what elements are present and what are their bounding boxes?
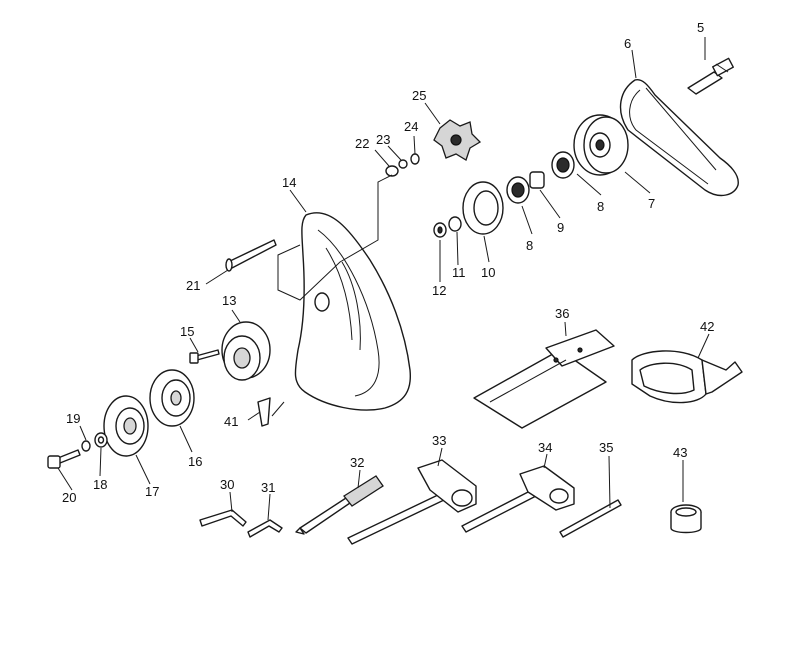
part-41 (257, 397, 271, 427)
part-nut-12 (433, 222, 447, 238)
callout-12[interactable]: 12 (432, 283, 446, 298)
callout-22[interactable]: 22 (355, 136, 369, 151)
part-pulley (573, 114, 629, 176)
part-rod (559, 499, 622, 538)
part-hex-key-31 (247, 519, 283, 538)
callout-8a[interactable]: 8 (597, 199, 604, 214)
part-washer-11 (448, 216, 462, 232)
part-screwdriver (295, 475, 384, 535)
part-small-bolt (189, 349, 220, 364)
part-washer-18 (94, 432, 108, 448)
callout-41[interactable]: 41 (224, 414, 238, 429)
callout-5[interactable]: 5 (697, 20, 704, 35)
callout-7[interactable]: 7 (648, 196, 655, 211)
part-washer-24 (410, 153, 420, 165)
part-bearing-lower (506, 176, 530, 204)
callout-13[interactable]: 13 (222, 293, 236, 308)
callout-9[interactable]: 9 (557, 220, 564, 235)
part-blade-guard (294, 212, 412, 411)
part-tool-pouch (473, 329, 615, 429)
callout-36[interactable]: 36 (555, 306, 569, 321)
callout-34[interactable]: 34 (538, 440, 552, 455)
part-washer-22 (385, 165, 399, 177)
callout-15[interactable]: 15 (180, 324, 194, 339)
part-goggles (631, 350, 743, 404)
callout-25[interactable]: 25 (412, 88, 426, 103)
part-long-bolt (225, 239, 277, 272)
callout-8b[interactable]: 8 (526, 238, 533, 253)
part-ring (670, 504, 702, 534)
callout-30[interactable]: 30 (220, 477, 234, 492)
part-box-wrench-34 (461, 465, 575, 533)
callout-31[interactable]: 31 (261, 480, 275, 495)
callout-21[interactable]: 21 (186, 278, 200, 293)
callout-11[interactable]: 11 (452, 265, 466, 280)
part-box-wrench-33 (347, 459, 477, 545)
callout-16[interactable]: 16 (188, 454, 202, 469)
part-bearing-upper (551, 151, 575, 179)
callout-17[interactable]: 17 (145, 484, 159, 499)
part-star-knob (433, 119, 482, 161)
part-washer-23 (398, 159, 408, 169)
part-outer-flange (149, 369, 195, 427)
callout-33[interactable]: 33 (432, 433, 446, 448)
part-hex-bolt (47, 449, 81, 469)
callout-19[interactable]: 19 (66, 411, 80, 426)
callout-32[interactable]: 32 (350, 455, 364, 470)
part-hex-key-30 (199, 509, 247, 527)
guard-mount-leader (277, 174, 393, 301)
callout-35[interactable]: 35 (599, 440, 613, 455)
part-inner-flange (221, 321, 271, 381)
callout-14[interactable]: 14 (282, 175, 296, 190)
part-belt (619, 78, 739, 197)
part-washer-19 (81, 440, 91, 452)
callout-6[interactable]: 6 (624, 36, 631, 51)
part-shaft (687, 57, 734, 95)
callout-24[interactable]: 24 (404, 119, 418, 134)
callout-10[interactable]: 10 (481, 265, 495, 280)
callout-18[interactable]: 18 (93, 477, 107, 492)
callout-labels: 5 6 7 8 8 9 10 11 12 13 14 15 16 17 18 1… (62, 20, 714, 505)
callout-43[interactable]: 43 (673, 445, 687, 460)
callout-20[interactable]: 20 (62, 490, 76, 505)
callout-42[interactable]: 42 (700, 319, 714, 334)
callout-leaders (57, 37, 710, 521)
callout-23[interactable]: 23 (376, 132, 390, 147)
part-spacer (529, 171, 545, 189)
part-flange-washer (462, 181, 504, 235)
part-disc (103, 395, 149, 457)
